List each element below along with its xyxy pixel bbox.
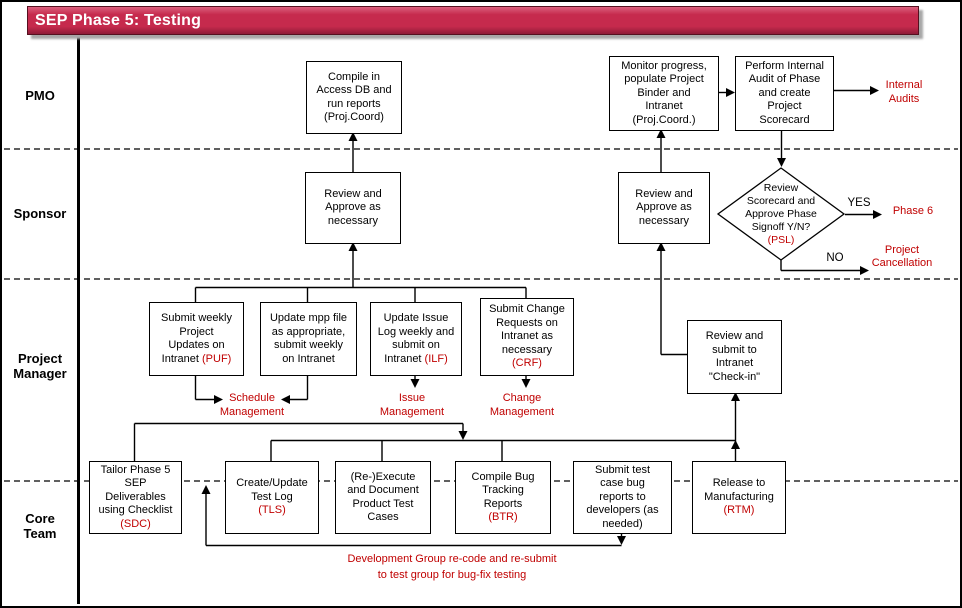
label-internal-audits: Internal Audits <box>885 79 923 105</box>
label-project-cancellation: Project Cancellation <box>871 244 933 269</box>
decision-diamond-text: Review Scorecard and Approve Phase Signo… <box>745 181 817 246</box>
process-box-submit-bugs: Submit test case bug reports to develope… <box>573 461 672 534</box>
lane-label-pmo: PMO <box>25 88 55 103</box>
lane-label-divider <box>77 31 80 604</box>
process-box-intranet-checkin: Review and submit to Intranet "Check-in" <box>687 320 782 394</box>
process-box-test-log: Create/Update Test Log (TLS) <box>225 461 319 534</box>
process-box-tailor-deliverables: Tailor Phase 5 SEP Deliverables using Ch… <box>89 461 182 534</box>
lane-label-sponsor: Sponsor <box>13 206 67 221</box>
process-box-weekly-updates: Submit weekly Project Updates on Intrane… <box>149 302 244 376</box>
process-box-compile-db: Compile in Access DB and run reports (Pr… <box>306 61 402 134</box>
label-no: NO <box>826 252 844 264</box>
swimlane-dividers <box>4 148 958 482</box>
label-schedule-management: Schedule Management <box>219 392 285 418</box>
process-box-bug-reports: Compile Bug Tracking Reports (BTR) <box>455 461 551 534</box>
process-box-review-approve-right: Review and Approve as necessary <box>618 172 710 244</box>
label-phase-6: Phase 6 <box>892 205 934 217</box>
label-yes: YES <box>847 197 871 209</box>
process-box-issue-log: Update Issue Log weekly and submit on In… <box>370 302 462 376</box>
process-box-review-approve-left: Review and Approve as necessary <box>305 172 401 244</box>
lane-label-core-team: Core Team <box>23 511 57 541</box>
process-box-execute-cases: (Re-)Execute and Document Product Test C… <box>335 461 431 534</box>
title-banner: SEP Phase 5: Testing <box>27 6 919 35</box>
process-box-internal-audit: Perform Internal Audit of Phase and crea… <box>735 56 834 131</box>
label-change-management: Change Management <box>489 392 555 418</box>
process-box-release-manufacturing: Release to Manufacturing (RTM) <box>692 461 786 534</box>
label-issue-management: Issue Management <box>379 392 445 418</box>
lane-label-project-manager: Project Manager <box>13 351 67 381</box>
process-box-update-mpp: Update mpp file as appropriate, submit w… <box>260 302 357 376</box>
label-dev-group-note: Development Group re-code and re-submit … <box>347 553 557 581</box>
process-box-monitor-progress: Monitor progress, populate Project Binde… <box>609 56 719 131</box>
arrowheads <box>201 86 882 545</box>
decision-diamond-shape <box>716 167 846 261</box>
page-title: SEP Phase 5: Testing <box>35 11 202 29</box>
process-box-change-requests: Submit Change Requests on Intranet as ne… <box>480 298 574 376</box>
